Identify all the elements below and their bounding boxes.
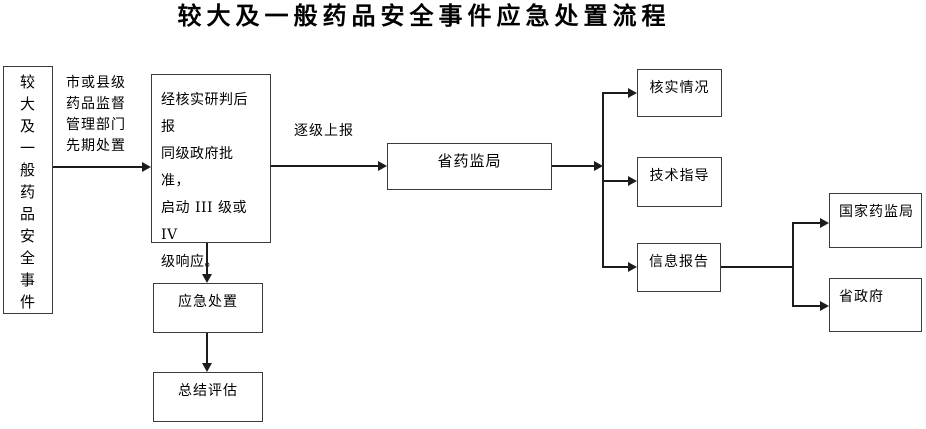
node-main-process-label: 经核实研判后报 同级政府批准， 启动 III 级或 IV 级响应。 [161, 92, 248, 270]
connector-trunk-to-info [602, 266, 629, 268]
node-technical-guidance-label: 技术指导 [649, 168, 710, 184]
arrowhead-trunk-to-provgov [820, 301, 829, 311]
connector-trunk-to-tech [602, 180, 629, 182]
connector-info-to-right-trunk [721, 266, 794, 268]
connector-trunk-to-national [792, 222, 821, 224]
arrowhead-trunk-to-tech [628, 176, 637, 186]
page-title: 较大及一般药品安全事件应急处置流程 [177, 1, 671, 30]
node-summary-evaluation-box: 总结评估 [153, 372, 263, 422]
arrowhead-trunk-to-info [628, 262, 637, 272]
connector-right-trunk [792, 222, 794, 307]
node-information-report-box: 信息报告 [637, 243, 721, 292]
connector-trunk-to-verify [602, 92, 629, 94]
connector-emergency-to-summary [206, 333, 208, 364]
arrowhead-trunk-to-verify [628, 88, 637, 98]
edge-label-report-up: 逐级上报 [294, 123, 354, 139]
arrowhead-emergency-to-summary [202, 363, 212, 372]
node-province-government-label: 省政府 [839, 289, 884, 305]
node-province-drug-bureau-label: 省药监局 [437, 152, 502, 170]
node-verify-situation-label: 核实情况 [649, 80, 710, 96]
node-summary-evaluation-label: 总结评估 [178, 383, 238, 399]
connector-main-to-bureau [271, 165, 379, 167]
node-verify-situation-box: 核实情况 [637, 69, 722, 117]
node-event-box: 较大及一般药品安全事件 [3, 66, 53, 314]
node-province-government-box: 省政府 [829, 278, 922, 332]
node-event-label: 较大及一般药品安全事件 [20, 73, 37, 311]
node-technical-guidance-box: 技术指导 [637, 157, 722, 207]
arrowhead-trunk-to-national [820, 218, 829, 228]
node-information-report-label: 信息报告 [649, 254, 709, 270]
node-emergency-disposal-label: 应急处置 [178, 294, 238, 310]
node-national-drug-bureau-box: 国家药监局 [829, 193, 922, 248]
connector-bureau-to-trunk [552, 165, 595, 167]
node-province-drug-bureau-box: 省药监局 [387, 143, 552, 190]
node-national-drug-bureau-label: 国家药监局 [839, 204, 914, 220]
connector-event-to-main [53, 166, 143, 168]
node-main-process-box: 经核实研判后报 同级政府批准， 启动 III 级或 IV 级响应。 [151, 74, 271, 270]
node-emergency-disposal-box: 应急处置 [153, 283, 263, 333]
connector-trunk-to-provgov [792, 305, 821, 307]
arrowhead-event-to-main [142, 162, 151, 172]
arrowhead-bureau-to-trunk [594, 161, 603, 171]
arrowhead-main-to-emergency [202, 274, 212, 283]
arrowhead-main-to-bureau [378, 161, 387, 171]
connector-main-to-emergency [206, 243, 208, 275]
edge-label-early-disposal: 市或县级 药品监督 管理部门 先期处置 [66, 75, 126, 154]
